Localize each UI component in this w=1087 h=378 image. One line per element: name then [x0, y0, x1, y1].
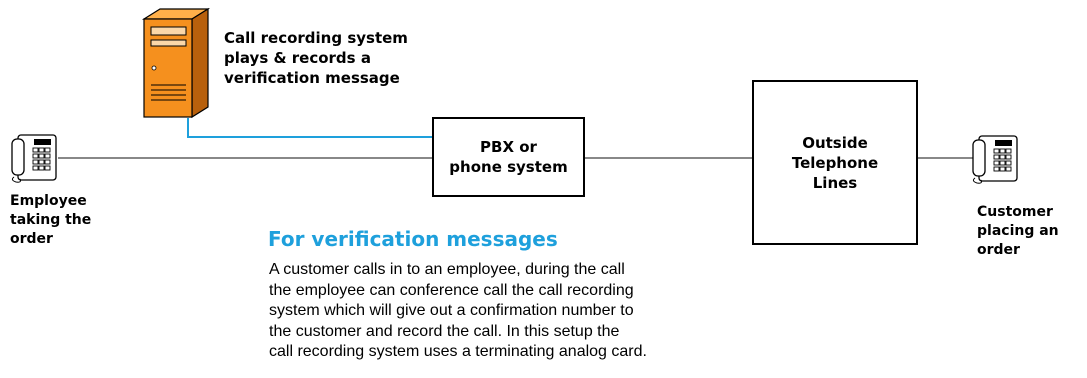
description-line: call recording system uses a terminating…	[269, 343, 647, 360]
outside-label-line: Telephone	[791, 153, 879, 172]
description-line: A customer calls in to an employee, duri…	[269, 261, 625, 278]
employee-caption-line: Employee	[10, 193, 87, 209]
pbx-label-line: phone system	[449, 158, 568, 176]
customer-caption-line: Customer	[977, 204, 1053, 220]
customer-caption: Customer placing an order	[977, 203, 1087, 260]
outside-label-line: Lines	[812, 173, 858, 192]
employee-phone-icon	[11, 134, 57, 183]
employee-caption-line: taking the	[10, 212, 92, 228]
outside-telephone-box: Outside Telephone Lines	[752, 80, 918, 245]
description-line: the customer and record the call. In thi…	[269, 322, 620, 340]
description-text: A customer calls in to an employee, duri…	[269, 260, 699, 363]
pbx-label-line: PBX or	[480, 138, 537, 156]
customer-caption-line: placing an	[977, 223, 1059, 239]
description-line: system which will give out a confirmatio…	[269, 302, 634, 319]
customer-phone-icon	[972, 135, 1018, 184]
server-caption-line: verification message	[224, 69, 400, 87]
server-tower-icon	[141, 7, 211, 119]
pbx-box: PBX or phone system	[432, 117, 585, 197]
server-caption-line: Call recording system	[224, 29, 408, 47]
server-to-pbx-line	[187, 118, 432, 138]
description-line: the employee can conference call the cal…	[269, 281, 634, 299]
section-heading: For verification messages	[268, 227, 558, 251]
server-caption-line: plays & records a	[224, 49, 371, 67]
employee-caption-line: order	[10, 231, 53, 247]
server-caption: Call recording system plays & records a …	[224, 28, 454, 88]
employee-caption: Employee taking the order	[10, 192, 130, 249]
customer-caption-line: order	[977, 242, 1020, 258]
outside-label-line: Outside	[802, 133, 868, 152]
